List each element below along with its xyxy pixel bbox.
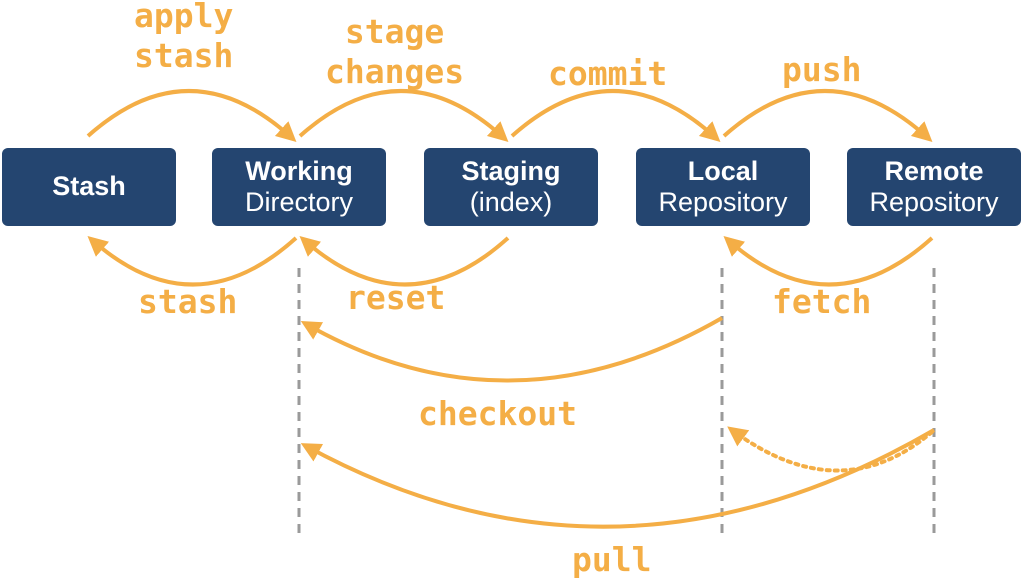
push-label: push: [782, 50, 862, 89]
working-directory-box: Working Directory: [212, 148, 386, 226]
pull-label: pull: [572, 540, 652, 579]
stage-changes-arrow: [298, 89, 509, 143]
pull-arrow: [300, 428, 936, 529]
stash-box-title: Stash: [52, 171, 126, 202]
stage-changes-label-line1: stage: [344, 12, 445, 51]
stash-box: Stash: [2, 148, 176, 226]
staging-subtitle: (index): [469, 187, 553, 217]
apply-stash-label-line1: apply: [134, 0, 234, 35]
stash-arrow: [87, 236, 298, 287]
local-repository-subtitle: Repository: [658, 187, 788, 217]
fetch-arrow: [723, 236, 934, 287]
reset-arrow: [299, 236, 510, 287]
reset-label: reset: [346, 278, 446, 317]
remote-repository-subtitle: Repository: [869, 187, 999, 217]
stage-changes-label: stage changes: [325, 12, 464, 91]
commit-label: commit: [548, 54, 668, 93]
commit-arrow: [510, 89, 721, 143]
local-repository-title: Local: [687, 155, 759, 186]
fetch-label: fetch: [772, 282, 872, 321]
staging-title: Staging: [461, 155, 561, 186]
staging-box: Staging (index): [424, 148, 598, 226]
working-directory-title: Working: [245, 155, 353, 186]
push-arrow: [722, 89, 933, 143]
stage-changes-label-line2: changes: [325, 51, 465, 91]
checkout-arrow: [300, 316, 723, 383]
remote-repository-box: Remote Repository: [847, 148, 1021, 226]
working-directory-subtitle: Directory: [244, 187, 353, 217]
apply-stash-label: apply stash: [134, 0, 233, 75]
apply-stash-label-line2: stash: [134, 35, 234, 75]
checkout-label: checkout: [418, 394, 577, 433]
remote-repository-title: Remote: [884, 155, 984, 186]
stash-label: stash: [138, 282, 238, 321]
local-repository-box: Local Repository: [636, 148, 810, 226]
apply-stash-arrow: [86, 89, 297, 143]
pull-merge-dotted-arrow: [727, 426, 934, 473]
